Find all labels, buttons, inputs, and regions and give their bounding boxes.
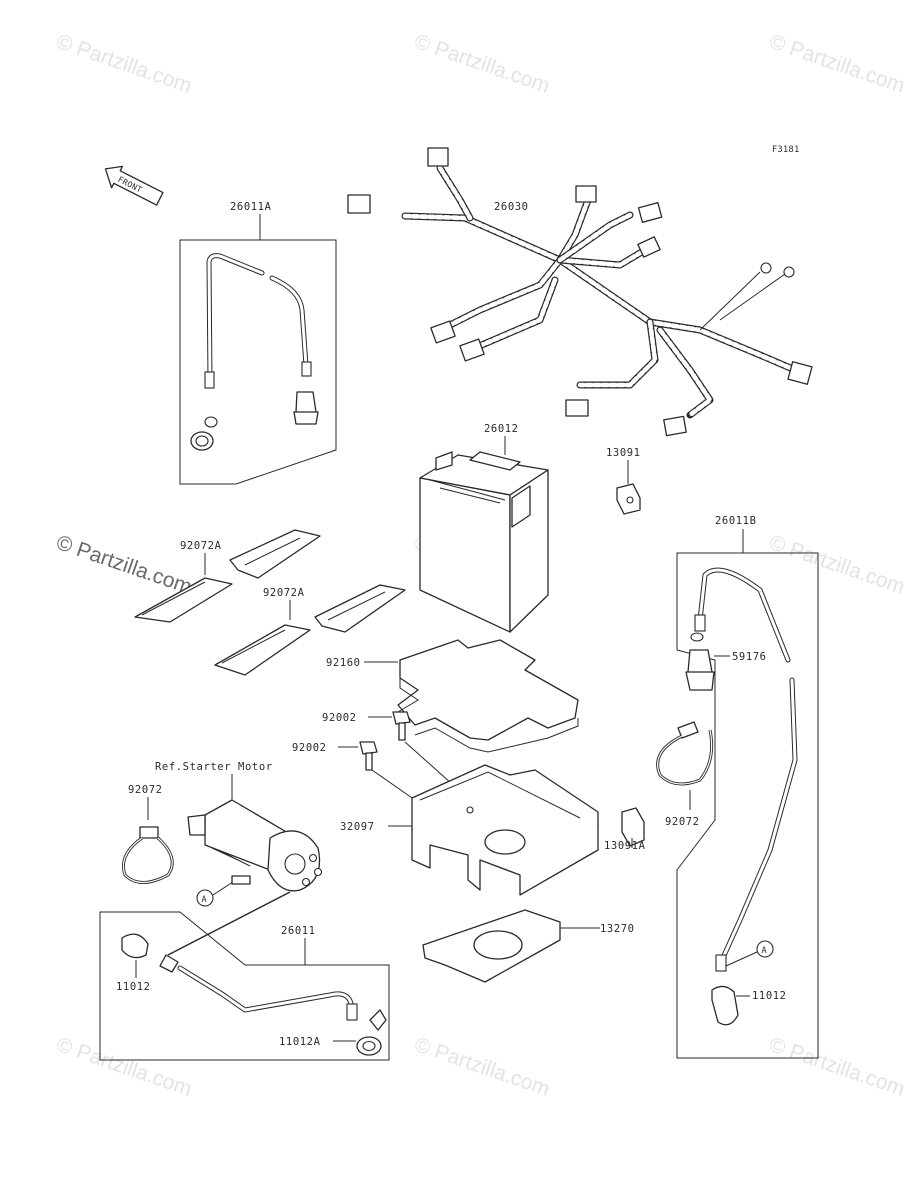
watermark: © Partzilla.com — [53, 531, 194, 599]
part-label-26011a: 26011A — [230, 201, 272, 213]
callout-a-right: A — [762, 946, 768, 956]
plate-13270: 13270 — [422, 909, 635, 983]
strap-92072a: 92072A 92072A — [134, 529, 406, 676]
watermark: © Partzilla.com — [53, 30, 194, 98]
part-label-13091: 13091 — [606, 447, 641, 459]
cable-group-26011a: 26011A — [179, 201, 337, 485]
part-label-92072-right: 92072 — [665, 816, 700, 828]
watermark: © Partzilla.com — [411, 1033, 552, 1101]
part-label-26011b: 26011B — [715, 515, 757, 527]
part-label-92072a-upper: 92072A — [180, 540, 222, 552]
wire-harness-26030: 26030 — [347, 147, 813, 437]
figure-code: F3181 — [772, 145, 800, 155]
cable-group-26011: 26011 11012 11012A — [99, 891, 390, 1061]
part-label-92072a-lower: 92072A — [263, 587, 305, 599]
cap-13091a: 13091A — [604, 807, 646, 852]
part-label-13091a: 13091A — [604, 840, 646, 852]
part-label-26030: 26030 — [494, 201, 529, 213]
cap-13091: 13091 — [606, 447, 641, 515]
starter-motor-ref: Ref.Starter Motor A — [155, 761, 323, 907]
part-label-32097: 32097 — [340, 821, 375, 833]
pad-92160: 92160 — [326, 639, 579, 753]
clamp-92072-right: 92072 — [656, 721, 714, 828]
part-label-11012a: 11012A — [279, 1036, 321, 1048]
clamp-92072-left: 92072 — [121, 784, 174, 884]
battery-26012: 26012 — [419, 423, 549, 633]
part-label-59176: 59176 — [732, 651, 767, 663]
watermark: © Partzilla.com — [53, 1033, 194, 1101]
battery-case-32097: 32097 — [340, 764, 599, 896]
part-label-92002-upper: 92002 — [322, 712, 357, 724]
cable-group-26011b: 26011B 59176 A 11012 — [676, 515, 819, 1059]
callout-a-left: A — [202, 895, 208, 905]
front-arrow-icon: FRONT — [104, 165, 164, 206]
part-label-92160: 92160 — [326, 657, 361, 669]
part-label-13270: 13270 — [600, 923, 635, 935]
watermark: © Partzilla.com — [411, 30, 552, 98]
part-label-11012-left: 11012 — [116, 981, 151, 993]
part-label-26011: 26011 — [281, 925, 316, 937]
part-label-92002-lower: 92002 — [292, 742, 327, 754]
part-label-11012-right: 11012 — [752, 990, 787, 1002]
reference-note: Ref.Starter Motor — [155, 761, 273, 773]
part-label-92072-left: 92072 — [128, 784, 163, 796]
part-label-26012: 26012 — [484, 423, 519, 435]
watermark: © Partzilla.com — [766, 1033, 907, 1101]
watermark: © Partzilla.com — [766, 30, 907, 98]
watermark: © Partzilla.com — [766, 531, 907, 599]
